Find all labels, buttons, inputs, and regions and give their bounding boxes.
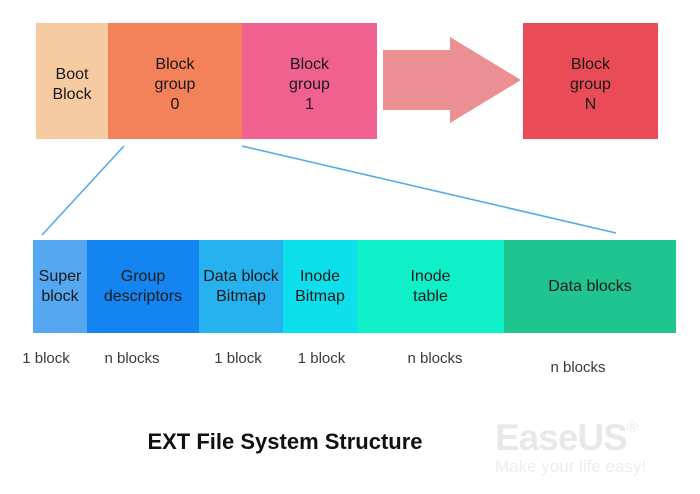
right-arrow-icon — [383, 37, 521, 123]
data-block-bitmap-label: Data block Bitmap — [203, 267, 279, 305]
block-group-1: Block group 1 — [242, 23, 377, 139]
easeus-brand-name: EaseUS — [495, 417, 628, 458]
super-block-label: Super block — [38, 267, 82, 305]
easeus-logo: EaseUS® Make your life easy! — [495, 410, 665, 476]
easeus-brand-text: EaseUS® — [495, 410, 665, 456]
connector-line-left — [41, 145, 125, 236]
right-arrow-shape — [383, 37, 521, 123]
inode-bitmap-block: Inode Bitmap — [283, 240, 357, 333]
boot-block-label: Boot Block — [52, 66, 92, 103]
data-block-bitmap-block: Data block Bitmap — [199, 240, 283, 333]
connector-line-right — [241, 145, 617, 234]
block-group-0: Block group 0 — [108, 23, 242, 139]
data-blocks-block: Data blocks — [504, 240, 676, 333]
block-group-n-label: Block group N — [570, 56, 611, 113]
super-block-size: 1 block — [22, 350, 70, 367]
inode-table-block: Inode table — [357, 240, 504, 333]
inode-bitmap-label: Inode Bitmap — [295, 267, 345, 305]
group-descriptors-label: Group descriptors — [103, 267, 183, 305]
boot-block: Boot Block — [36, 23, 108, 139]
registered-trademark-icon: ® — [626, 419, 638, 436]
super-block: Super block — [33, 240, 87, 333]
diagram-title: EXT File System Structure — [147, 429, 423, 454]
inode-table-size: n blocks — [407, 350, 463, 367]
group-descriptors-block: Group descriptors — [87, 240, 199, 333]
easeus-tagline: Make your life easy! — [495, 457, 647, 476]
data-blocks-label: Data blocks — [548, 277, 632, 295]
group-descriptors-size: n blocks — [104, 350, 160, 367]
data-blocks-size: n blocks — [550, 359, 606, 376]
block-group-n: Block group N — [523, 23, 658, 139]
data-block-bitmap-size: 1 block — [214, 350, 262, 367]
block-group-0-label: Block group 0 — [154, 56, 196, 113]
block-group-1-label: Block group 1 — [289, 56, 330, 113]
inode-table-label: Inode table — [410, 267, 451, 305]
inode-bitmap-size: 1 block — [297, 350, 346, 367]
